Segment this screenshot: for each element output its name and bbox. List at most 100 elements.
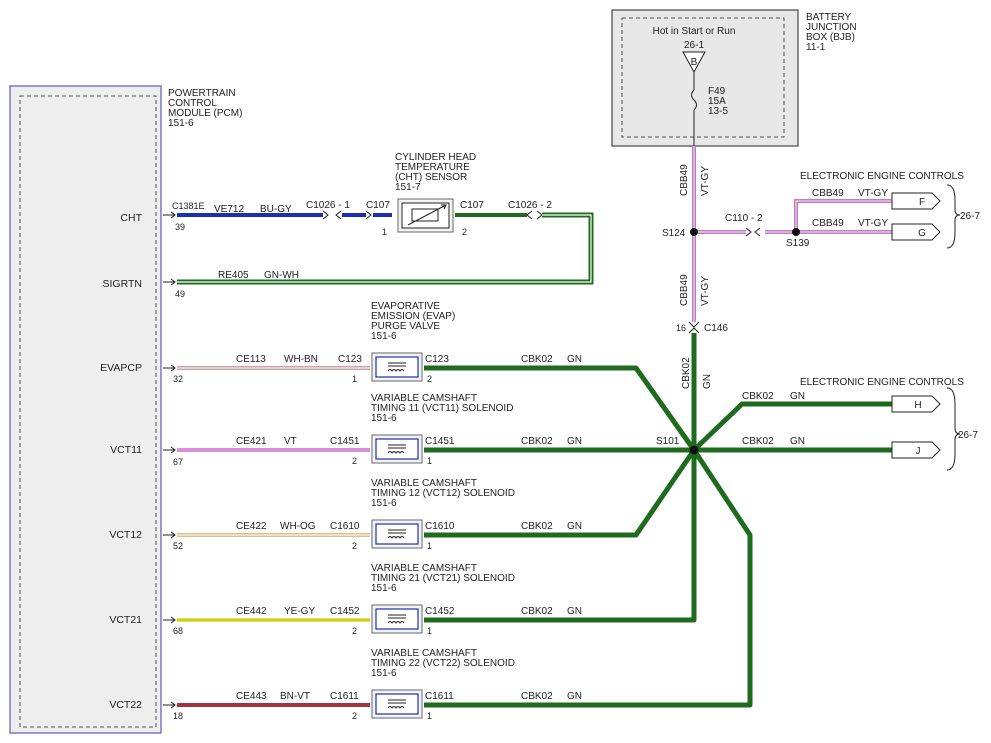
vct22-out-color: GN	[567, 691, 582, 702]
pin-18: 18	[173, 711, 183, 721]
vct12-name-3: 151-6	[371, 498, 397, 509]
vertical-gn: GN	[702, 374, 713, 389]
vct11-pin-right: 1	[427, 456, 432, 466]
thermistor-icon	[407, 204, 447, 226]
evap-out-color: GN	[567, 354, 582, 365]
vct11-name-2: TIMING 11 (VCT11) SOLENOID	[371, 403, 513, 414]
bjb-name-2: JUNCTION	[806, 22, 857, 33]
signal-vct12: VCT12	[109, 529, 142, 541]
vct12-out-circuit: CBK02	[521, 521, 553, 532]
evap-name-2: EMISSION (EVAP)	[371, 311, 455, 322]
cht-pin-1: 1	[382, 227, 387, 237]
vct21-conn-right: C1452	[425, 606, 455, 617]
vct11-out-circuit: CBK02	[521, 436, 553, 447]
evap-labels: EVAPORATIVE EMISSION (EVAP) PURGE VALVE …	[236, 301, 455, 384]
h-color: GN	[790, 391, 805, 402]
splice-s139-dot	[792, 228, 800, 236]
c146-connector-icon	[688, 321, 700, 334]
g-color: VT-GY	[858, 218, 888, 229]
vct21-color: YE-GY	[284, 606, 315, 617]
h-circuit: CBK02	[742, 391, 774, 402]
splice-s101-dot	[689, 445, 699, 455]
bjb-terminal-icon: B	[682, 51, 706, 74]
cbb49-vert-top: CBB49	[679, 164, 690, 196]
cht-name-4: 151-7	[395, 182, 421, 193]
signal-vct11: VCT11	[110, 444, 142, 456]
signal-evapcp: EVAPCP	[100, 362, 142, 374]
vct12-circuit: CE422	[236, 521, 267, 532]
evap-conn-right: C123	[425, 354, 449, 365]
fuse-rating: 15A	[708, 96, 726, 107]
tab-j: J	[916, 446, 921, 457]
pin-49: 49	[175, 289, 185, 299]
vct22-color: BN-VT	[280, 691, 310, 702]
vtgy-vert-top: VT-GY	[700, 166, 711, 196]
vct12-conn-right: C1610	[425, 521, 455, 532]
pcm-name-2: CONTROL	[168, 98, 217, 109]
evap-out-circuit: CBK02	[521, 354, 553, 365]
signal-cht: CHT	[120, 212, 142, 224]
cht-color: BU-GY	[260, 204, 292, 215]
cht-circuit: VE712	[214, 204, 244, 215]
vct12-conn-left: C1610	[330, 521, 360, 532]
vct21-name-1: VARIABLE CAMSHAFT	[371, 563, 477, 574]
evap-pin-right: 2	[427, 374, 432, 384]
vct21-name-3: 151-6	[371, 583, 397, 594]
cht-inline-left: C1026 - 1	[306, 200, 350, 211]
cht-return-color: GN-WH	[264, 270, 299, 281]
vct21-conn-left: C1452	[330, 606, 360, 617]
tab-h: H	[914, 400, 921, 411]
cht-name-2: TEMPERATURE	[395, 162, 470, 173]
cbb49-vert-bottom: CBB49	[679, 274, 690, 306]
vct22-labels: VARIABLE CAMSHAFT TIMING 22 (VCT22) SOLE…	[236, 648, 515, 721]
pcm-name-1: POWERTRAIN	[168, 88, 236, 99]
evap-name-3: PURGE VALVE	[371, 321, 440, 332]
evap-pin-left: 1	[352, 374, 357, 384]
vct21-pin-right: 1	[427, 626, 432, 636]
vct12-out-color: GN	[567, 521, 582, 532]
vct11-solenoid-icon	[371, 434, 423, 464]
vct22-name-2: TIMING 22 (VCT22) SOLENOID	[371, 658, 515, 669]
cht-name-1: CYLINDER HEAD	[395, 152, 476, 163]
vct22-conn-right: C1611	[425, 691, 454, 702]
g-circuit: CBB49	[812, 218, 844, 229]
pin-68: 68	[173, 626, 183, 636]
vct22-pin-left: 2	[352, 711, 357, 721]
pcm-name-3: MODULE (PCM)	[168, 108, 242, 119]
cht-return-wire	[177, 212, 594, 285]
vct21-pin-left: 2	[352, 626, 357, 636]
splice-s124-label: S124	[662, 228, 686, 239]
tab-g: G	[918, 228, 926, 239]
j-color: GN	[790, 436, 805, 447]
bjb-name-1: BATTERY	[806, 12, 852, 23]
battery-junction-box	[611, 9, 799, 147]
evap-circuit: CE113	[236, 354, 266, 365]
eec-title-lower: ELECTRONIC ENGINE CONTROLS	[800, 377, 964, 388]
cht-inline-connectors	[322, 210, 543, 220]
vct21-out-circuit: CBK02	[521, 606, 553, 617]
vct11-name-1: VARIABLE CAMSHAFT	[371, 393, 477, 404]
connector-c1381e: C1381E	[172, 201, 205, 211]
vct22-name-1: VARIABLE CAMSHAFT	[371, 648, 477, 659]
tab-f: F	[919, 197, 925, 208]
cht-conn-right: C107	[460, 200, 484, 211]
vct12-labels: VARIABLE CAMSHAFT TIMING 12 (VCT12) SOLE…	[236, 478, 515, 551]
cht-conn-left: C107	[366, 200, 390, 211]
vct21-labels: VARIABLE CAMSHAFT TIMING 21 (VCT21) SOLE…	[236, 563, 515, 636]
signal-vct21: VCT21	[109, 614, 142, 626]
vct11-conn-right: C1451	[425, 436, 455, 447]
cht-return-circuit: RE405	[218, 270, 249, 281]
pcm-signal-labels: CHT SIGRTN EVAPCP VCT11 VCT12 VCT21 VCT2…	[100, 201, 204, 721]
pcm-name-4: 151-6	[168, 118, 194, 129]
c146-label: C146	[704, 323, 728, 334]
vct11-pin-left: 2	[352, 456, 357, 466]
eec-ref-upper: 26-7	[960, 211, 980, 222]
bjb-name-3: BOX (BJB)	[806, 32, 855, 43]
cbk02-ground-network	[424, 333, 892, 708]
eec-ref-lower: 26-7	[958, 430, 978, 441]
fuse-ref: 13-5	[708, 106, 728, 117]
vct22-solenoid-icon	[371, 689, 423, 719]
cbb49-labels: CBB49 VT-GY CBB49 VT-GY S124 S139 C110 -…	[662, 164, 888, 334]
splice-s124-dot	[690, 228, 698, 236]
evap-solenoid-icon	[371, 352, 423, 382]
